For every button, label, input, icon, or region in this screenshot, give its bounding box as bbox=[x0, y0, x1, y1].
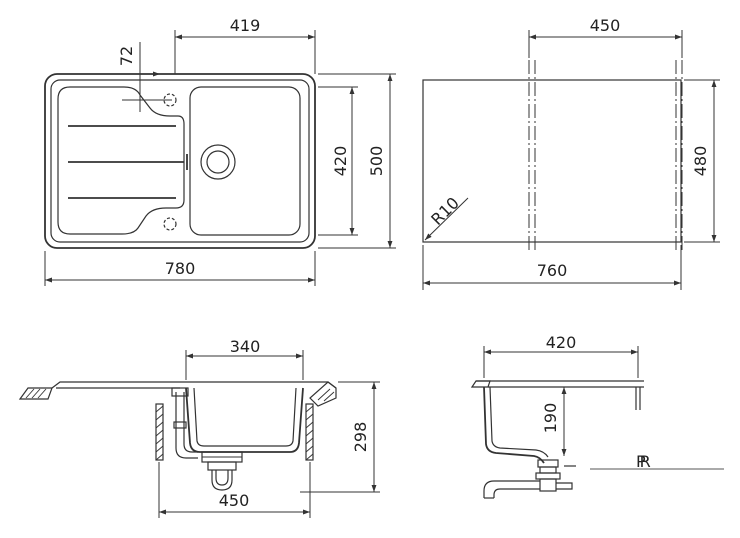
overflow-pipe bbox=[183, 392, 198, 453]
tap-hole bbox=[163, 93, 177, 107]
dim-bowl-depth: 190 bbox=[541, 403, 560, 434]
dim-drain-offset: 72 bbox=[117, 46, 136, 66]
outlet-pipe bbox=[493, 488, 540, 498]
waste-fitting bbox=[207, 461, 237, 471]
cutout-view: 450 480 R10 760 bbox=[422, 16, 720, 290]
section-bowl bbox=[483, 386, 545, 464]
cabinet-wall-left bbox=[155, 403, 164, 461]
dim-bowl-width: 419 bbox=[230, 16, 261, 35]
right-rim bbox=[309, 381, 337, 407]
outlet-pipe bbox=[556, 482, 573, 490]
dim-side-bowl-width: 340 bbox=[230, 337, 261, 356]
section-rim-left bbox=[470, 380, 491, 388]
drain-inner bbox=[206, 150, 230, 174]
logo-letters: PR bbox=[636, 452, 651, 471]
bowl-outline bbox=[189, 86, 301, 236]
dim-width: 780 bbox=[165, 259, 196, 278]
dim-section-bowl-width: 420 bbox=[546, 333, 577, 352]
tap-hole bbox=[163, 217, 177, 231]
section-view: 420 190 bbox=[470, 333, 644, 499]
section-drain bbox=[539, 478, 557, 492]
drain-outer bbox=[200, 144, 236, 180]
dim-depth: 298 bbox=[351, 422, 370, 453]
sink-outline bbox=[44, 73, 316, 249]
cabinet-wall-right bbox=[305, 403, 314, 461]
overflow-connector bbox=[173, 421, 187, 429]
dim-corner-radius: R10 bbox=[427, 193, 463, 229]
side-view: 340 298 450 bbox=[18, 337, 380, 518]
cutout-outline bbox=[422, 79, 682, 243]
top-view: 419 72 420 500 780 bbox=[44, 16, 396, 286]
dim-cutout-height: 480 bbox=[691, 146, 710, 177]
dim-height: 500 bbox=[367, 146, 386, 177]
deck-surface bbox=[51, 381, 337, 389]
dim-cutout-width: 760 bbox=[537, 261, 568, 280]
trap-bend bbox=[211, 470, 233, 491]
section-bowl bbox=[489, 386, 549, 458]
overflow-pipe bbox=[175, 392, 198, 459]
dim-cabinet-width: 450 bbox=[219, 491, 250, 510]
outlet-pipe bbox=[483, 480, 540, 498]
trap-bend bbox=[215, 470, 229, 486]
bowl-profile bbox=[185, 387, 304, 453]
sink-inner-rim bbox=[50, 79, 310, 243]
brand-logo: PR bbox=[590, 452, 724, 471]
drainboard-outline bbox=[57, 86, 185, 235]
bowl-inner bbox=[193, 387, 297, 447]
overflow-connector bbox=[171, 387, 189, 397]
section-drain bbox=[535, 472, 561, 480]
section-drain bbox=[539, 466, 557, 474]
dim-bowl-height: 420 bbox=[331, 146, 350, 177]
section-drain bbox=[537, 459, 559, 468]
dim-clip-span: 450 bbox=[590, 16, 621, 35]
